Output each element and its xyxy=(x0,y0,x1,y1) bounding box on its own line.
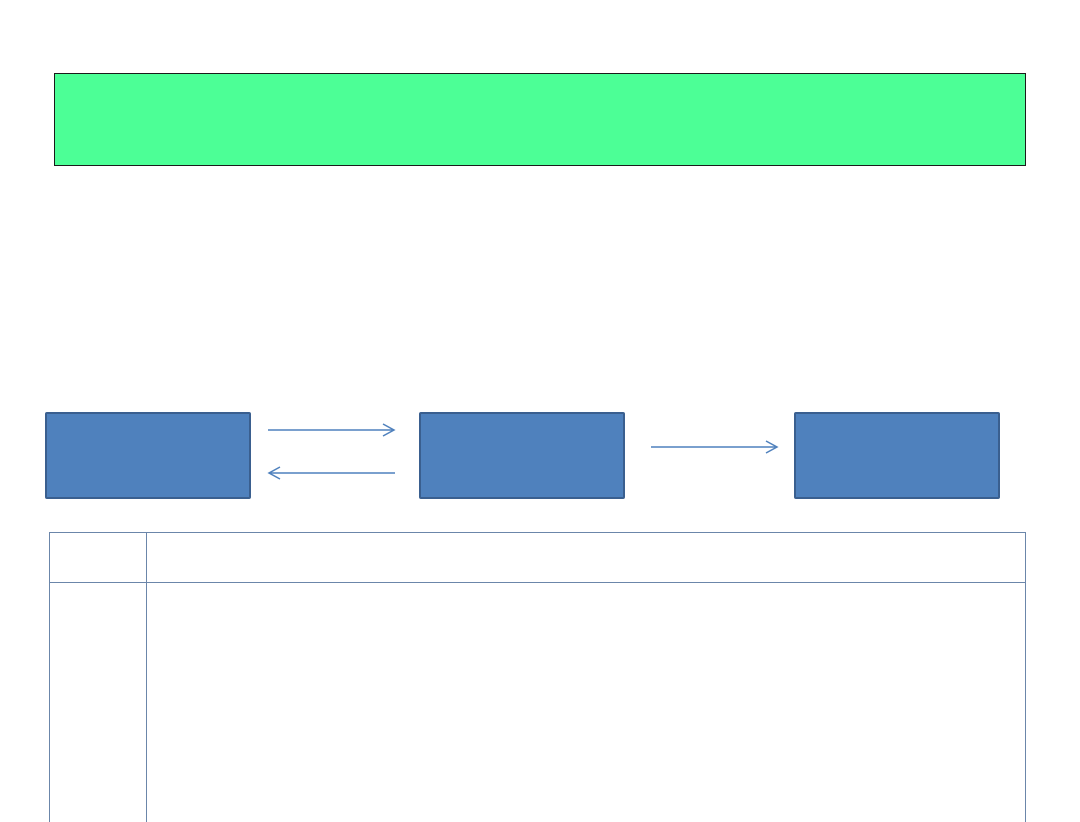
flow-box-3 xyxy=(794,412,1000,499)
table-header-cell xyxy=(50,533,147,583)
info-table xyxy=(49,532,1026,822)
table-cell xyxy=(147,583,1026,822)
table-header-cell xyxy=(147,533,1026,583)
flow-box-1 xyxy=(45,412,251,499)
title-banner xyxy=(54,73,1026,166)
table-cell xyxy=(50,583,147,822)
table-header-row xyxy=(50,533,1026,583)
arrow-box2-to-box3 xyxy=(651,441,777,453)
arrow-box2-to-box1 xyxy=(269,467,395,479)
flow-box-2 xyxy=(419,412,625,499)
table-row xyxy=(50,583,1026,822)
arrow-box1-to-box2 xyxy=(268,424,394,436)
